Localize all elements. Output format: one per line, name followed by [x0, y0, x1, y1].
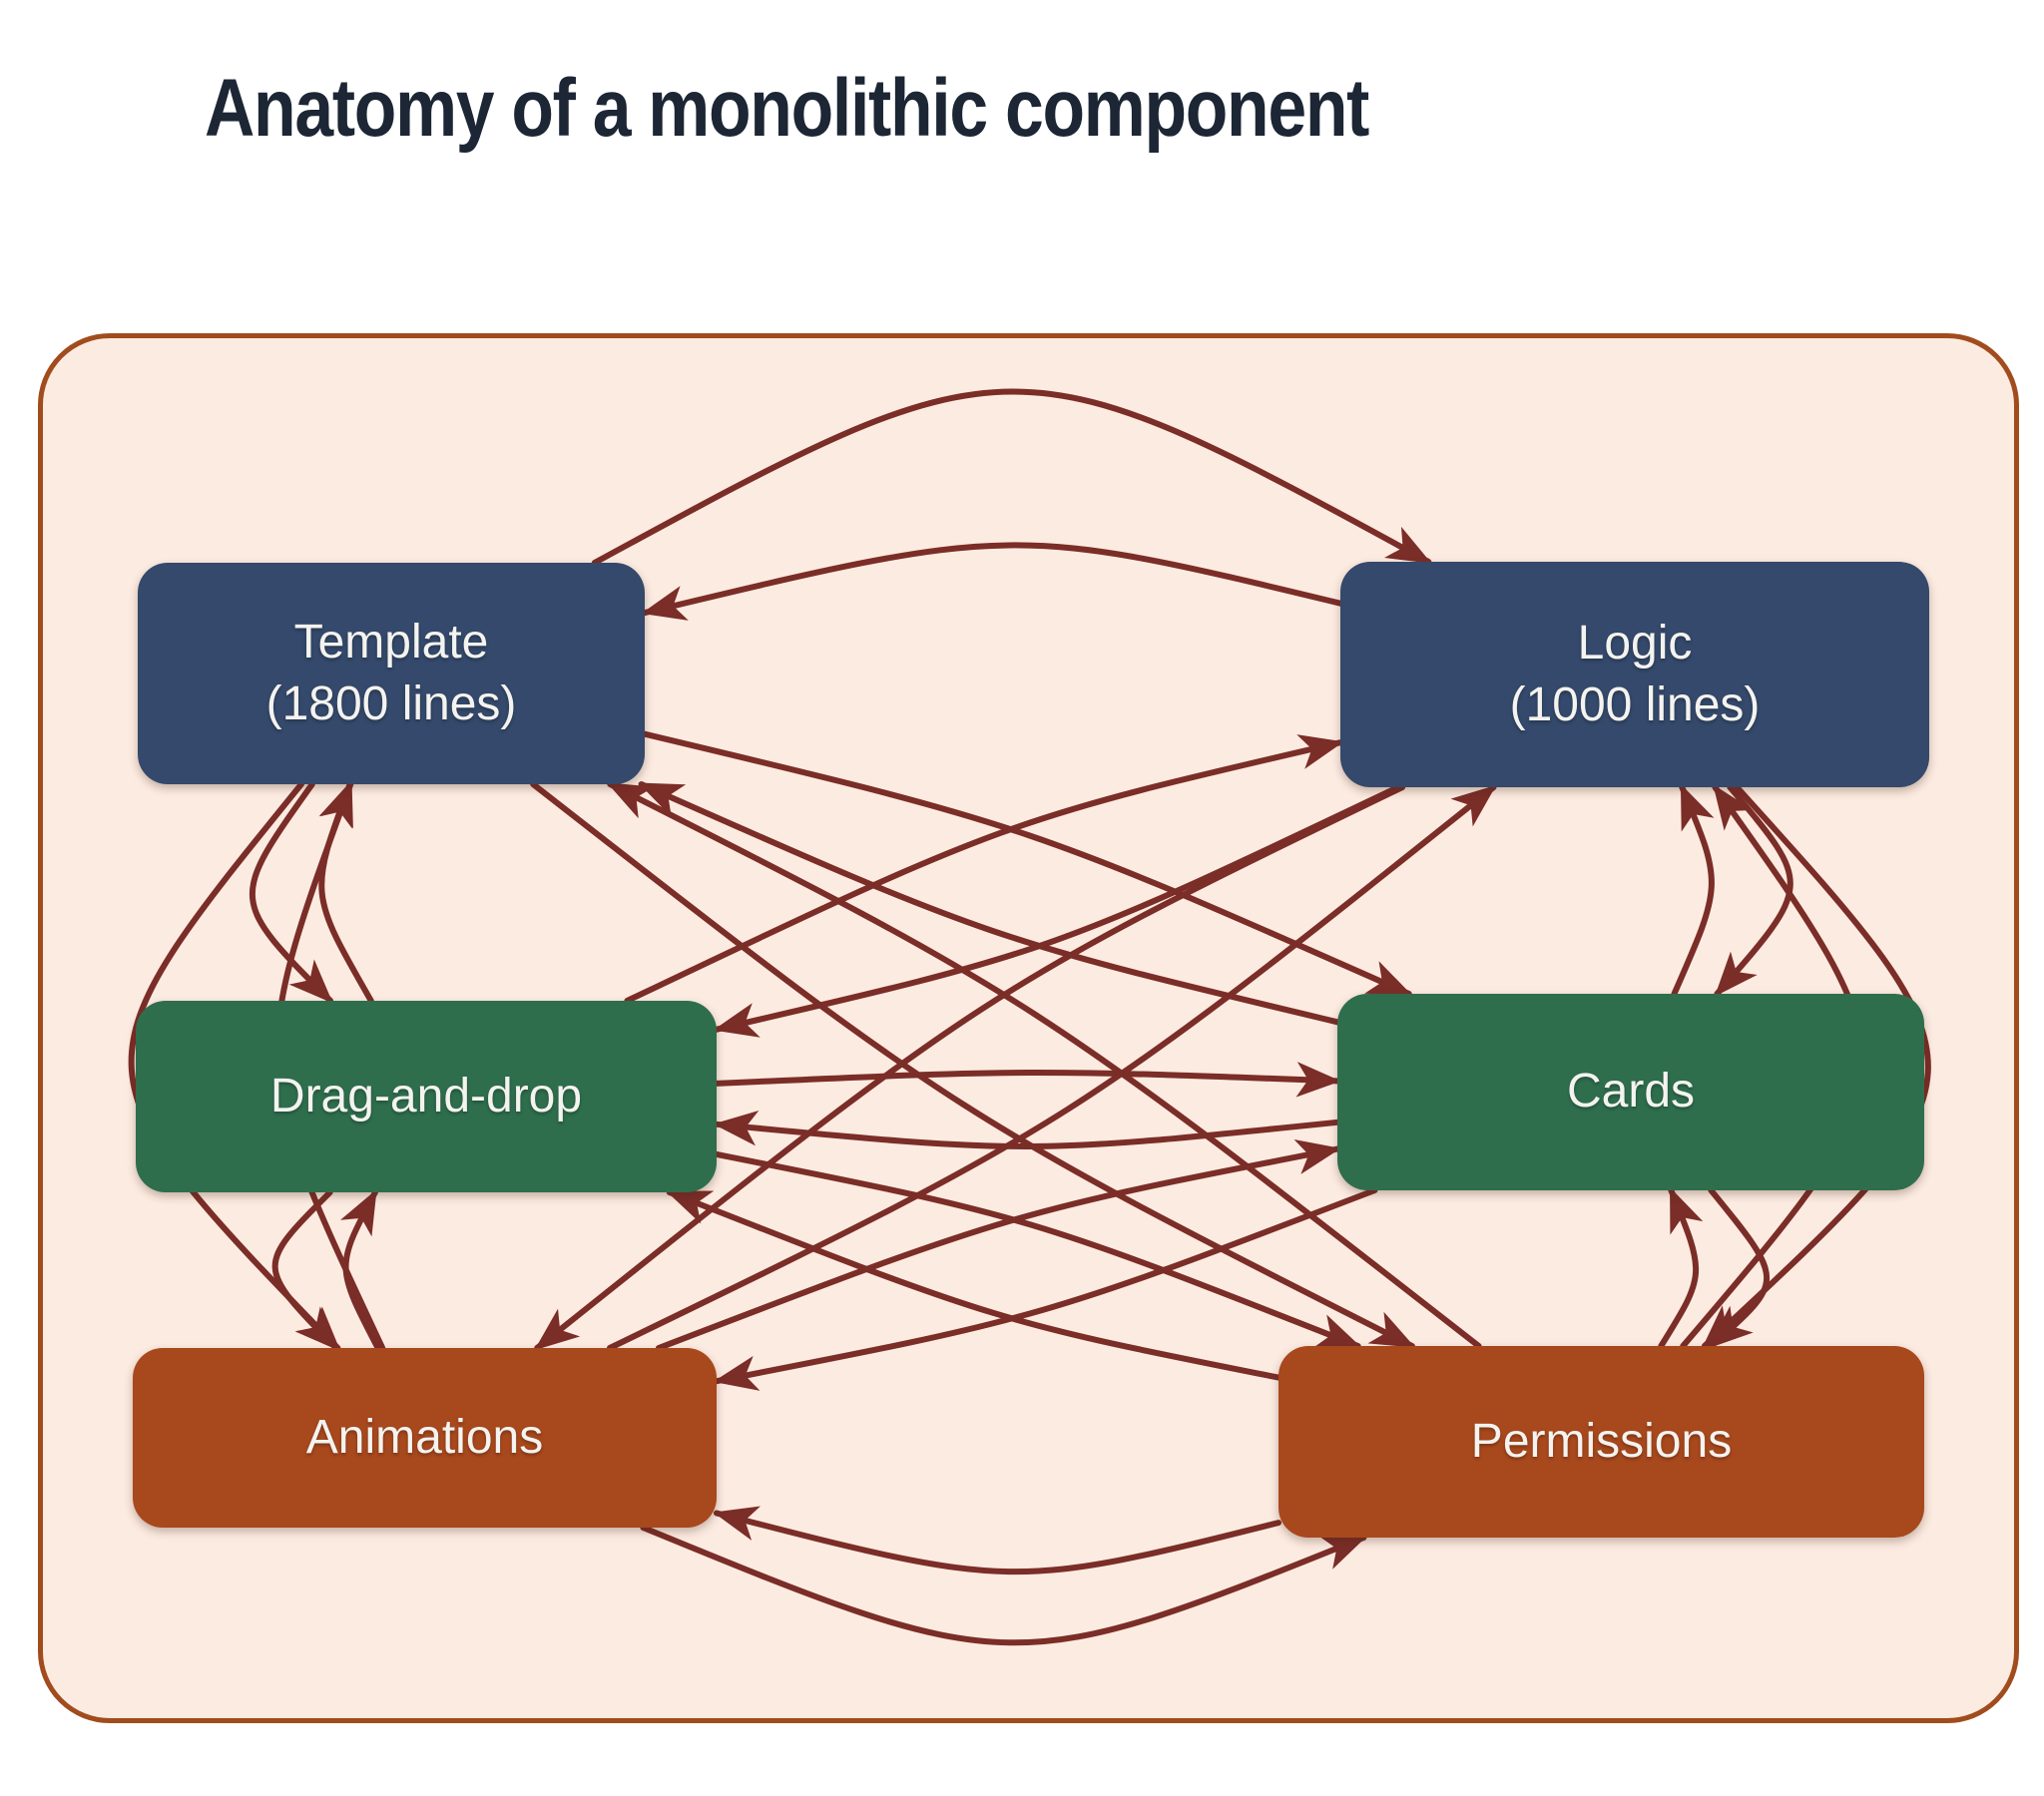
dependency-arrow: [1714, 784, 1793, 997]
node-permissions-label: Permissions: [1470, 1414, 1733, 1468]
dependency-arrow: [1708, 1187, 1770, 1349]
dependency-arrows-layer: [128, 388, 1931, 1646]
node-animations: Animations: [133, 1348, 717, 1528]
node-logic-label: Logic (1000 lines): [1509, 616, 1761, 731]
dependency-arrow: [656, 1138, 1341, 1351]
node-permissions: Permissions: [1278, 1346, 1924, 1538]
node-drag-and-drop: Drag-and-drop: [136, 1001, 717, 1192]
node-cards-label: Cards: [1566, 1065, 1696, 1119]
dependency-arrow: [641, 542, 1343, 621]
dependency-arrow: [713, 1187, 1378, 1391]
page-title: Anatomy of a monolithic component: [205, 63, 1369, 154]
node-template-label: Template (1800 lines): [265, 615, 517, 730]
dependency-arrow: [640, 1525, 1367, 1646]
dependency-arrow: [714, 1062, 1341, 1098]
dependency-arrow: [128, 781, 341, 1351]
dependency-arrow: [271, 1189, 339, 1351]
node-template: Template (1800 lines): [138, 563, 645, 784]
dependency-arrow: [638, 781, 1340, 1026]
node-drag-and-drop-label: Drag-and-drop: [269, 1069, 583, 1122]
dependency-arrow: [666, 1189, 1281, 1381]
dependency-arrow: [624, 734, 1344, 1004]
node-cards: Cards: [1337, 994, 1924, 1190]
dependency-arrow: [642, 730, 1412, 997]
monolith-container: Template (1800 lines) Logic (1000 lines)…: [38, 333, 2019, 1723]
node-animations-label: Animations: [305, 1410, 544, 1464]
dependency-arrow: [713, 1506, 1281, 1575]
dependency-arrow: [714, 1150, 1362, 1349]
dependency-arrow: [318, 780, 374, 1004]
dependency-arrow: [1671, 783, 1715, 997]
dependency-arrow: [1701, 784, 1931, 1349]
node-logic: Logic (1000 lines): [1340, 562, 1929, 787]
dependency-arrow: [713, 784, 1401, 1038]
dependency-arrow: [530, 781, 1416, 1349]
dependency-arrow: [591, 388, 1432, 566]
dependency-arrow: [249, 781, 334, 1004]
dependency-arrow: [1658, 1186, 1704, 1349]
dependency-arrow: [607, 784, 1497, 1351]
